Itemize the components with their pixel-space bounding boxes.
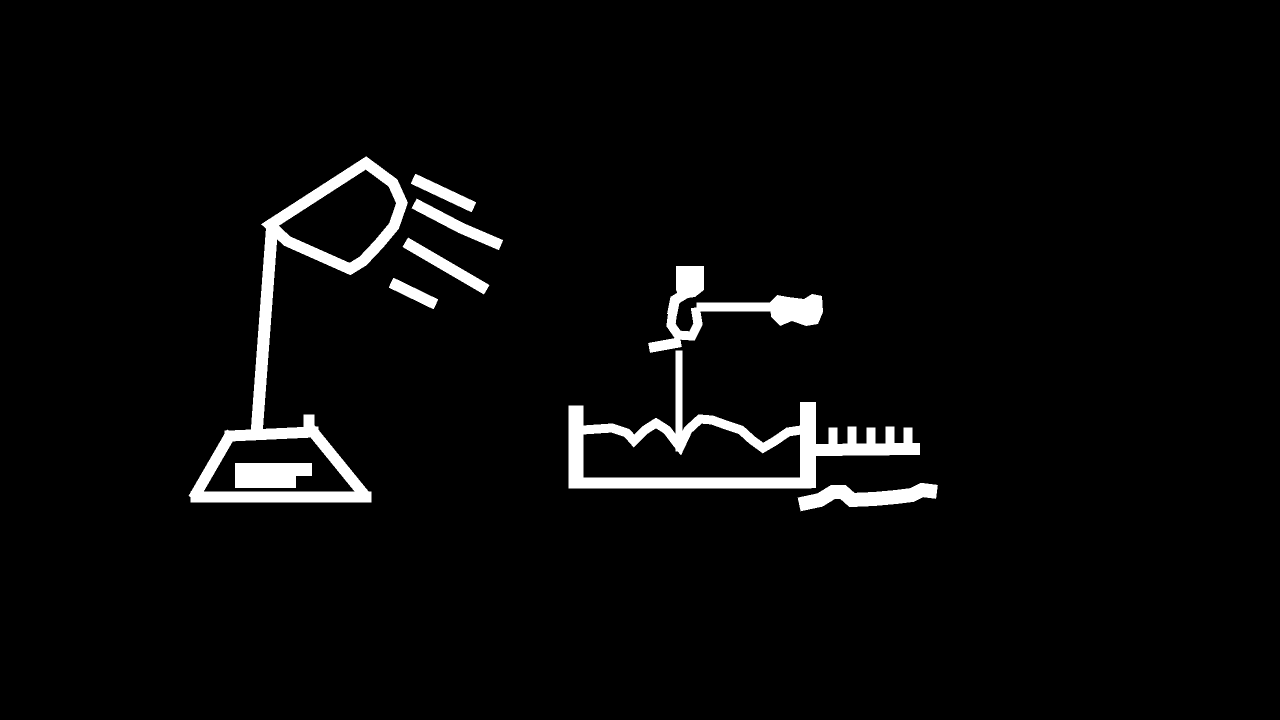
lamp-base-label-scribble: [235, 463, 312, 488]
water-line: [578, 414, 807, 456]
bottom-scribble: [797, 482, 938, 512]
lamp-stem: [250, 221, 279, 435]
lamp-base-top-edge: [224, 426, 319, 442]
light-ray-bottom: [402, 237, 490, 295]
lamp-shade-outline: [261, 156, 408, 276]
seedling-leaf: [648, 337, 682, 353]
seedling-loop: [666, 304, 703, 341]
lamp-base-left-edge: [188, 429, 237, 502]
lamp-base-right-edge: [306, 425, 370, 500]
light-ray-middle: [411, 198, 504, 251]
waterlevel-squiggle-baseline: [812, 442, 921, 457]
label-word-scribble: [770, 294, 823, 326]
light-ray-top: [410, 173, 477, 213]
light-ray-small: [388, 277, 439, 310]
